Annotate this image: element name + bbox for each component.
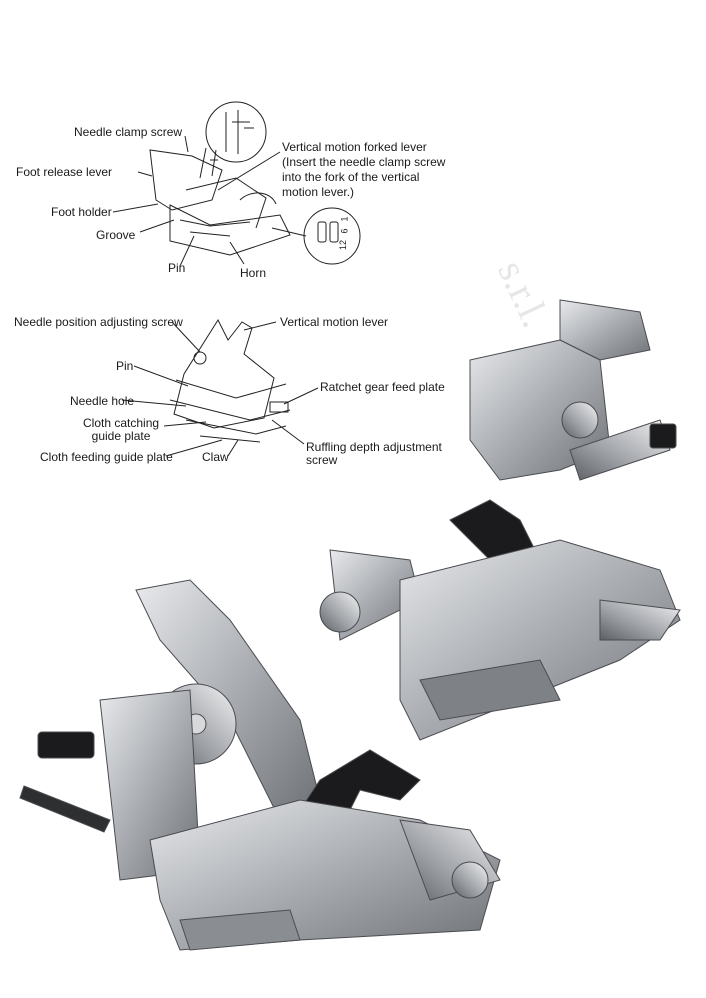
label-needle-position-adjusting-screw: Needle position adjusting screw xyxy=(14,315,183,329)
zoom-inset-needle-clamp xyxy=(205,101,267,163)
forked-lever-note-2: into the fork of the vertical xyxy=(282,170,420,184)
dial-mark-6: 6 xyxy=(339,228,350,234)
label-groove: Groove xyxy=(96,228,136,242)
forked-lever-note-3: motion lever.) xyxy=(282,185,355,199)
cloth-catching-line-2: guide plate xyxy=(91,429,151,443)
label-vertical-motion-lever: Vertical motion lever xyxy=(280,315,389,329)
cloth-catching-line-1: Cloth catching xyxy=(83,416,160,430)
ruffling-depth-line-2: screw xyxy=(306,453,338,467)
label-pin-2: Pin xyxy=(116,359,134,373)
label-vertical-motion-forked-lever: Vertical motion forked lever (Insert the… xyxy=(282,140,445,200)
label-needle-hole: Needle hole xyxy=(70,394,135,408)
label-claw: Claw xyxy=(202,450,229,464)
label-cloth-feeding-guide-plate: Cloth feeding guide plate xyxy=(40,450,173,464)
dial-mark-12: 12 xyxy=(338,239,349,251)
label-ruffling-depth-adjustment-screw: Ruffling depth adjustment screw xyxy=(306,441,442,467)
forked-lever-title: Vertical motion forked lever xyxy=(282,140,427,154)
label-pin-1: Pin xyxy=(168,261,186,275)
dial-mark-1: 1 xyxy=(339,216,350,222)
label-needle-clamp-screw: Needle clamp screw xyxy=(74,125,183,139)
label-cloth-catching-guide-plate: Cloth catching guide plate xyxy=(83,417,159,443)
label-foot-holder: Foot holder xyxy=(51,205,112,219)
ruffling-depth-line-1: Ruffling depth adjustment xyxy=(306,440,442,454)
label-foot-release-lever: Foot release lever xyxy=(16,165,113,179)
forked-lever-note-1: (Insert the needle clamp screw xyxy=(282,155,446,169)
label-horn: Horn xyxy=(240,266,267,280)
fork-plate xyxy=(559,299,651,361)
label-ratchet-gear-feed-plate: Ratchet gear feed plate xyxy=(320,380,445,394)
